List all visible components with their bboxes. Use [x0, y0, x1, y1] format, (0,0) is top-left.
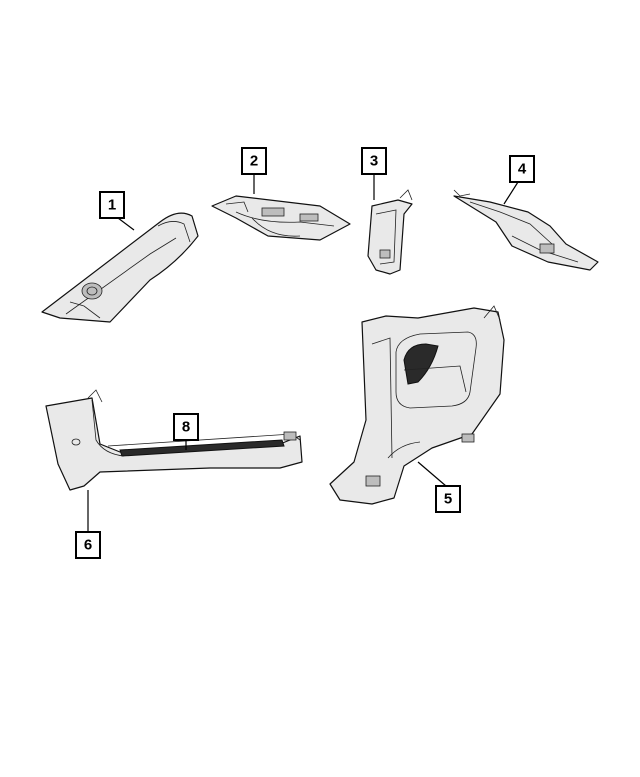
callout-2-label: 2: [250, 153, 258, 170]
callout-3[interactable]: 3: [361, 147, 387, 175]
callout-6[interactable]: 6: [75, 531, 101, 559]
callout-1-label: 1: [108, 197, 116, 214]
callout-2[interactable]: 2: [241, 147, 267, 175]
part-4-c-pillar-trim[interactable]: [453, 189, 599, 271]
callout-4-label: 4: [518, 161, 527, 178]
leader-1: [117, 217, 135, 231]
part-6-kick-panel[interactable]: [45, 389, 303, 491]
callout-6-label: 6: [84, 537, 92, 554]
leader-4: [503, 181, 519, 205]
callout-3-label: 3: [370, 153, 378, 170]
part-5-quarter-trim-panel[interactable]: [329, 305, 505, 505]
part-2-roof-panel[interactable]: [211, 195, 351, 241]
part-8-scuff-plate[interactable]: [107, 431, 301, 457]
part-3-b-pillar-trim[interactable]: [367, 189, 413, 275]
callout-5-label: 5: [444, 491, 452, 508]
leader-5: [417, 461, 447, 487]
part-1-a-pillar-trim[interactable]: [41, 212, 199, 323]
callout-1[interactable]: 1: [99, 191, 125, 219]
callout-8[interactable]: 8: [173, 413, 199, 441]
callout-5[interactable]: 5: [435, 485, 461, 513]
callout-8-label: 8: [182, 419, 190, 436]
callout-4[interactable]: 4: [509, 155, 535, 183]
